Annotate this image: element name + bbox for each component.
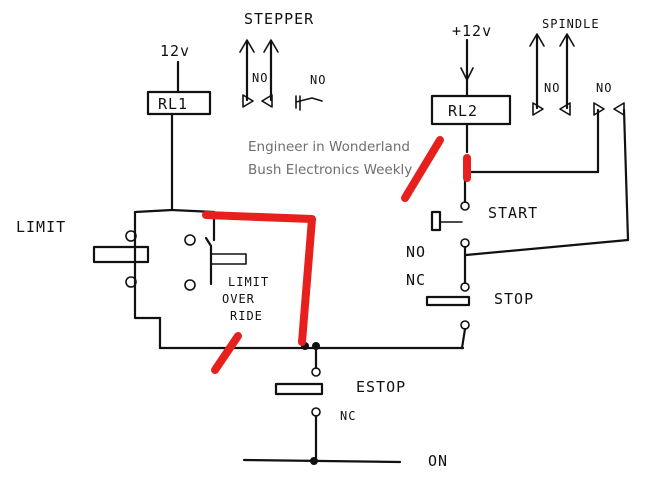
label-12v-right: +12v bbox=[452, 22, 492, 40]
watermark-line-1: Engineer in Wonderland bbox=[248, 139, 410, 155]
label-limit-override-3: RIDE bbox=[230, 309, 263, 323]
stepper-contacts bbox=[239, 39, 323, 109]
label-limit: LIMIT bbox=[16, 218, 66, 236]
label-nc-estop: NC bbox=[340, 409, 356, 423]
label-no-stepper: NO bbox=[252, 71, 268, 85]
spindle-contacts bbox=[299, 33, 630, 257]
label-stepper: STEPPER bbox=[244, 10, 314, 28]
label-nc-stop: NC bbox=[406, 271, 426, 289]
label-spindle: SPINDLE bbox=[542, 17, 600, 31]
label-on: ON bbox=[428, 452, 448, 470]
label-limit-override-1: LIMIT bbox=[228, 275, 269, 289]
watermark-line-2: Bush Electronics Weekly bbox=[248, 162, 412, 178]
label-rl1: RL1 bbox=[158, 95, 188, 113]
label-rl2: RL2 bbox=[448, 102, 478, 120]
red-highlights bbox=[202, 136, 471, 374]
label-stop: STOP bbox=[494, 290, 534, 308]
estop-chain bbox=[158, 342, 465, 465]
relay-rl1 bbox=[146, 60, 212, 212]
limit-switch-block bbox=[92, 208, 247, 350]
label-start: START bbox=[488, 204, 538, 222]
label-limit-override-2: OVER bbox=[222, 292, 255, 306]
start-stop-chain bbox=[425, 170, 471, 350]
label-estop: ESTOP bbox=[356, 378, 406, 396]
label-no-right: NO bbox=[596, 81, 612, 95]
relay-rl2 bbox=[430, 38, 512, 154]
label-no-rl1-side: NO bbox=[310, 73, 326, 87]
label-no-start: NO bbox=[406, 243, 426, 261]
label-12v-left: 12v bbox=[160, 42, 190, 60]
label-no-spindle: NO bbox=[544, 81, 560, 95]
